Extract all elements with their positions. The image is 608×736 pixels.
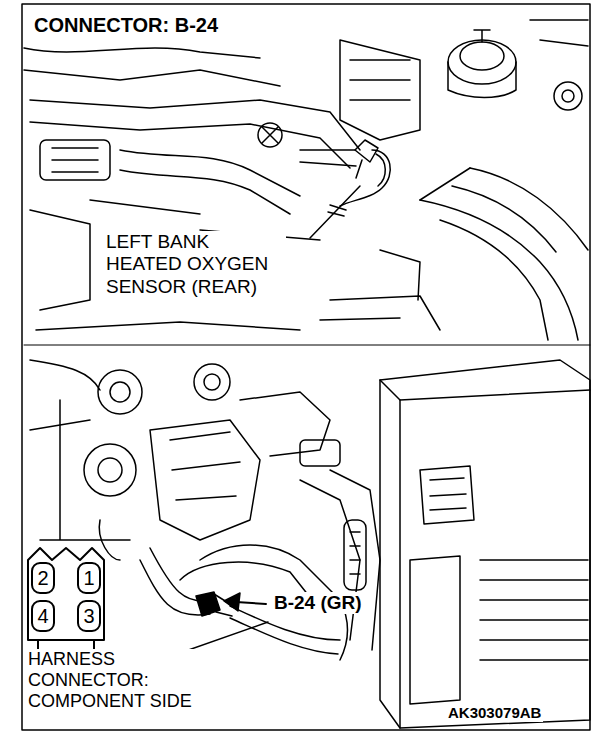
line-art xyxy=(474,30,490,42)
pin-cell: 3 xyxy=(77,600,101,632)
view-note: HARNESS CONNECTOR: COMPONENT SIDE xyxy=(26,649,216,713)
line-art xyxy=(300,480,360,640)
line-art xyxy=(430,478,466,510)
line-art xyxy=(84,444,136,496)
line-art xyxy=(380,360,590,728)
line-art xyxy=(194,364,230,400)
line-art xyxy=(98,458,122,482)
line-art xyxy=(320,296,440,330)
line-art xyxy=(262,127,278,143)
line-art xyxy=(530,20,588,46)
component-name: LEFT BANK HEATED OXYGEN SENSOR (REAR) xyxy=(104,231,286,298)
arrow-head xyxy=(224,593,240,611)
line-art xyxy=(170,432,240,500)
line-art xyxy=(410,556,460,704)
line-art xyxy=(330,470,380,650)
line-art xyxy=(24,48,260,58)
line-art xyxy=(28,548,104,640)
line-art xyxy=(24,345,590,346)
line-art xyxy=(350,532,360,574)
line-art xyxy=(30,210,90,310)
line-art xyxy=(340,150,390,206)
diagram-title: CONNECTOR: B-24 xyxy=(32,14,220,38)
line-art xyxy=(452,186,556,252)
line-art xyxy=(150,420,260,540)
line-art xyxy=(554,82,582,110)
figure-code: AK303079AB xyxy=(446,704,543,722)
pin-cell: 1 xyxy=(77,562,101,594)
line-art xyxy=(460,42,504,70)
pin-cell: 4 xyxy=(31,600,55,632)
line-art xyxy=(230,618,338,654)
line-art xyxy=(98,370,142,414)
line-art xyxy=(258,123,282,147)
line-art xyxy=(30,360,100,430)
line-art xyxy=(380,250,420,300)
line-art xyxy=(24,70,280,86)
pin-cell: 2 xyxy=(31,562,55,594)
line-art xyxy=(36,322,300,330)
line-art xyxy=(40,400,130,540)
line-art xyxy=(40,140,110,180)
top-engine-scene xyxy=(24,20,588,340)
line-art xyxy=(344,520,366,590)
line-art xyxy=(52,148,98,172)
line-art xyxy=(376,154,385,186)
line-art xyxy=(380,380,590,400)
line-art xyxy=(420,200,578,340)
pin-number: 1 xyxy=(83,568,94,588)
frame xyxy=(22,4,590,730)
line-art xyxy=(562,90,574,102)
pin-number: 3 xyxy=(83,606,94,626)
line-art xyxy=(420,466,474,524)
leader-line xyxy=(310,186,360,238)
line-art xyxy=(240,392,330,456)
line-art xyxy=(350,60,410,100)
line-art xyxy=(355,140,378,162)
line-art xyxy=(470,168,588,250)
line-art xyxy=(340,40,420,140)
line-art xyxy=(300,440,340,466)
pointer-arrow xyxy=(236,602,266,604)
line-art xyxy=(150,548,214,601)
line-art xyxy=(440,220,548,340)
line-art xyxy=(110,382,130,402)
line-art xyxy=(480,560,588,660)
line-art xyxy=(204,374,220,390)
line-art xyxy=(448,62,516,98)
bottom-engine-scene xyxy=(24,345,590,728)
connector-id: B-24 (GR) xyxy=(272,592,364,614)
line-art xyxy=(356,160,362,178)
pin-number: 2 xyxy=(37,568,48,588)
line-art xyxy=(300,150,356,166)
line-art xyxy=(448,40,516,84)
line-art xyxy=(399,400,401,728)
line-art xyxy=(420,168,470,200)
pin-number: 4 xyxy=(37,606,48,626)
line-art xyxy=(120,150,300,196)
connector-outline xyxy=(28,548,104,650)
line-art xyxy=(30,122,350,168)
